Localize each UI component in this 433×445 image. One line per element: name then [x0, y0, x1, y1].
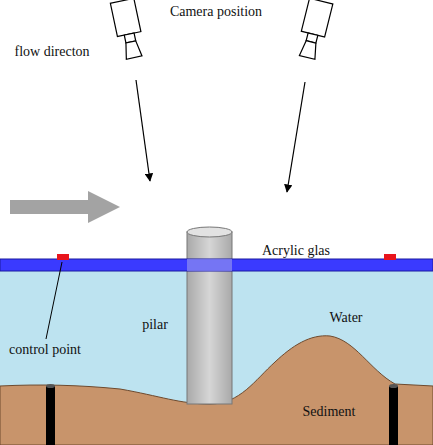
camera: [110, 0, 146, 60]
leader-line: [46, 262, 62, 339]
region-label: Water: [329, 310, 362, 325]
control-post: [46, 386, 55, 445]
pillar-top: [187, 227, 232, 237]
flow-arrow: [10, 191, 120, 223]
pillar: [187, 232, 232, 404]
part-label: pilar: [142, 317, 168, 332]
control-point-mark: [57, 254, 69, 260]
caption-label: Camera position: [170, 4, 262, 19]
camera-view-arrow: [136, 80, 150, 181]
post-top: [389, 384, 398, 388]
pillar-through-glass: [187, 259, 232, 271]
control-point-mark: [384, 254, 396, 260]
region-label: Sediment: [303, 404, 356, 419]
control-post: [389, 386, 398, 445]
acrylic-glass: [0, 259, 433, 271]
camera-view-arrow: [287, 82, 305, 192]
post-top: [46, 384, 55, 388]
callout-label: control point: [9, 342, 81, 357]
flow-label: flow directon: [14, 44, 89, 59]
camera: [296, 0, 333, 60]
material-label: Acrylic glas: [262, 243, 330, 258]
